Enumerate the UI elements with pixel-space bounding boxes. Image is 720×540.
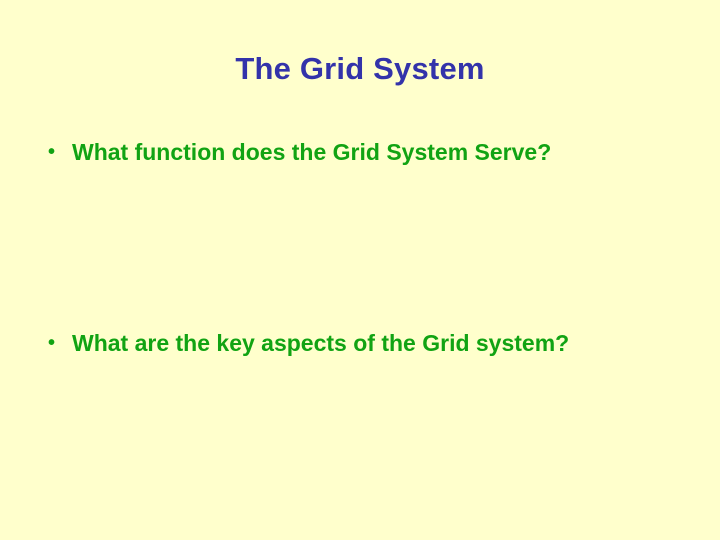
list-item-label: What function does the Grid System Serve… xyxy=(72,139,552,165)
list-item: • What are the key aspects of the Grid s… xyxy=(48,323,688,364)
list-item: • What function does the Grid System Ser… xyxy=(48,132,688,173)
page-title: The Grid System xyxy=(235,51,485,86)
bullet-point-icon: • xyxy=(48,141,56,163)
slide-body: • What function does the Grid System Ser… xyxy=(48,132,688,364)
body-spacer xyxy=(48,173,688,323)
bullet-point-icon: • xyxy=(48,332,56,354)
list-item-label: What are the key aspects of the Grid sys… xyxy=(72,330,570,356)
